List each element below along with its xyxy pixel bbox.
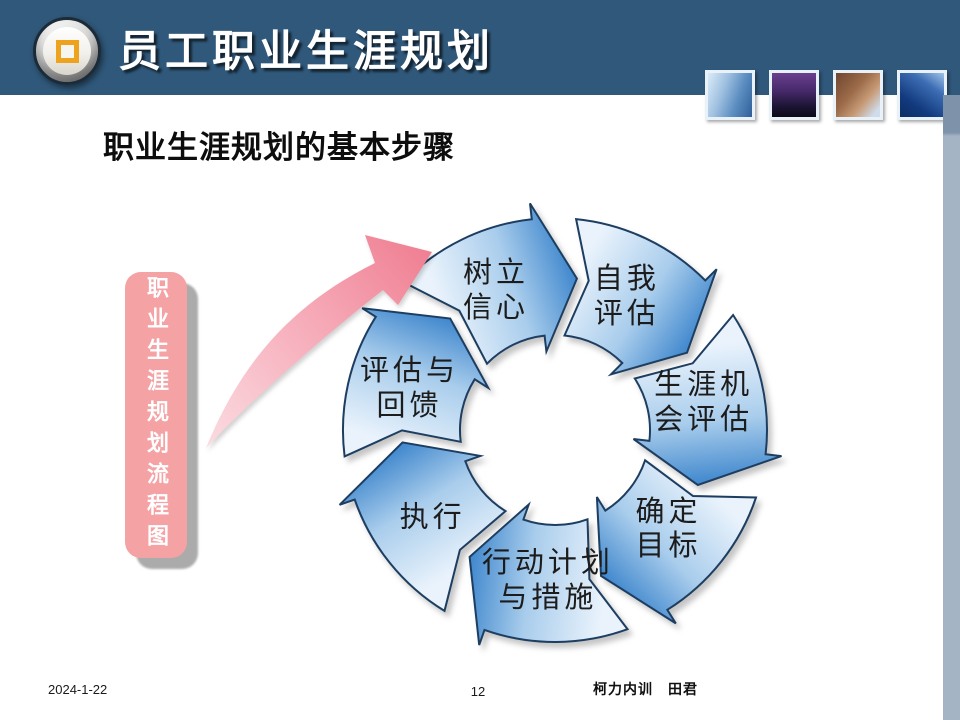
photo-thumbnail-night-skyline <box>769 70 819 120</box>
slide-logo-icon <box>33 17 101 85</box>
photo-thumbnail-skyscraper <box>897 70 947 120</box>
cycle-arrow-segment-5 <box>468 501 630 646</box>
cycle-arrow-segment-6 <box>338 441 508 613</box>
slide-logo-face <box>43 27 91 75</box>
cycle-arrow-segment-2 <box>563 217 718 377</box>
cycle-arrow-segment-3 <box>632 313 782 487</box>
footer-date: 2024-1-22 <box>48 682 108 697</box>
slide-title: 员工职业生涯规划 <box>118 29 494 76</box>
flow-curved-arrow <box>206 235 432 448</box>
cycle-diagram <box>206 202 782 646</box>
side-strip-decoration <box>943 95 960 720</box>
photo-thumbnail-person-phone <box>833 70 883 120</box>
cycle-arrow-segment-7 <box>342 307 491 458</box>
page-subtitle: 职业生涯规划的基本步骤 <box>103 130 455 165</box>
gold-square-icon <box>55 39 79 63</box>
flow-label-box: 职业生涯规划流程图 <box>125 272 187 558</box>
footer-page-number: 12 <box>470 684 486 699</box>
photo-thumbnail-blue-building <box>705 70 755 120</box>
cycle-arrow-segment-4 <box>595 458 758 625</box>
flow-label-text: 职业生涯规划流程图 <box>144 275 169 555</box>
cycle-arrow-segment-1 <box>401 202 579 366</box>
footer-credit: 柯力内训 田君 <box>593 681 698 697</box>
